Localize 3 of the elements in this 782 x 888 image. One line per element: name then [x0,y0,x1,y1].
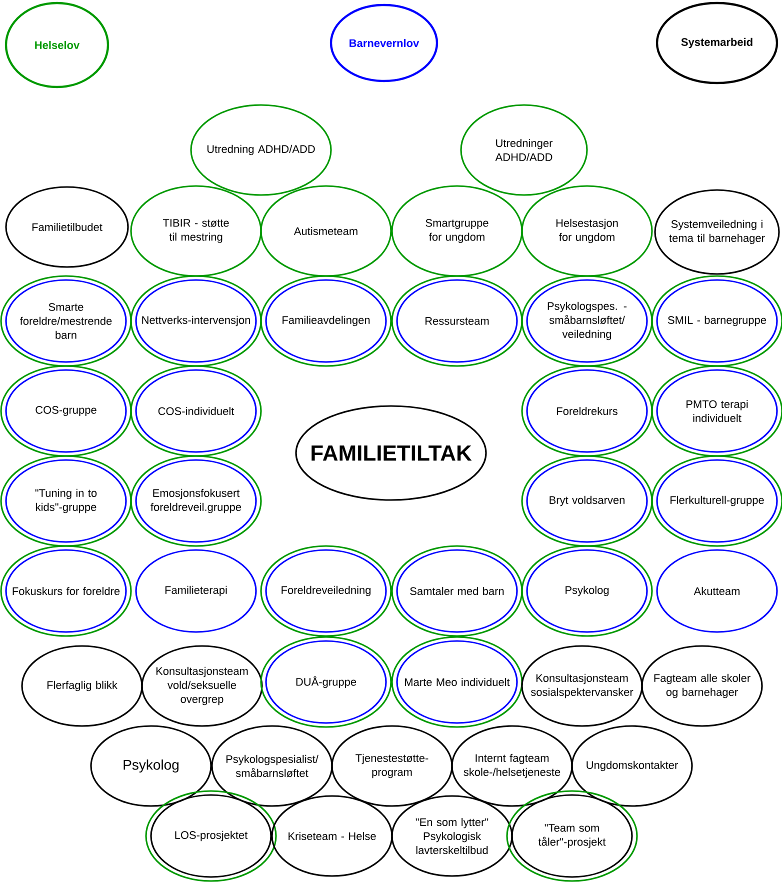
legend-label: Helselov [35,40,80,50]
legend-label: Systemarbeid [681,38,752,48]
legend-label: Barnevernlov [350,38,420,48]
